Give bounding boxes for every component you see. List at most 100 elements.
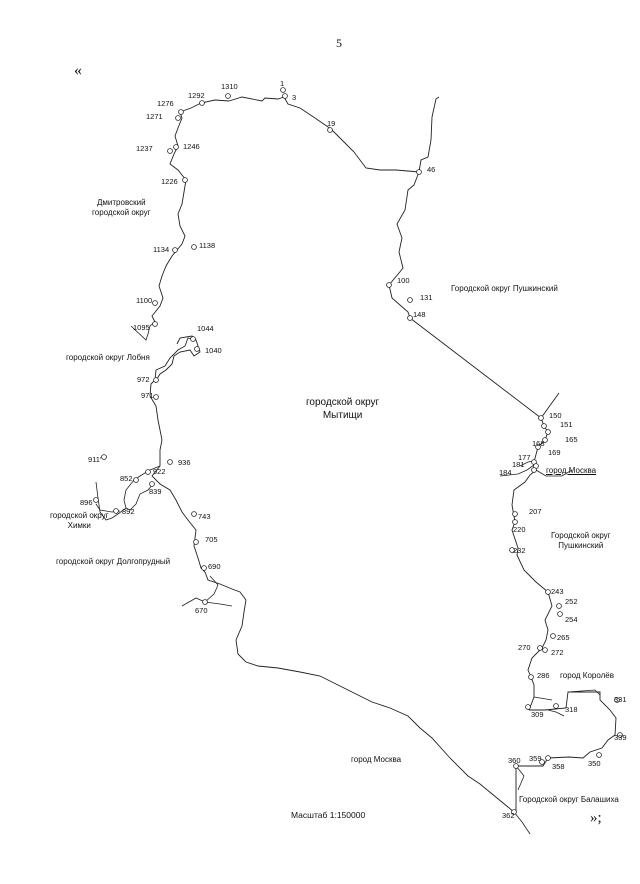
point-marker-1292 [199, 100, 205, 106]
point-marker-892 [113, 508, 119, 514]
boundary-khimki [95, 321, 161, 521]
point-marker-922 [145, 469, 151, 475]
opening-quote: « [74, 62, 82, 79]
point-marker-1134 [172, 247, 178, 253]
point-marker-168 [542, 437, 548, 443]
map-scale: Масштаб 1:150000 [291, 810, 366, 820]
point-label-896: 896 [80, 498, 93, 507]
boundary-dolgoprudny [181, 575, 233, 607]
point-label-359: 359 [529, 754, 542, 763]
point-marker-852 [133, 477, 139, 483]
point-marker-1 [280, 87, 286, 93]
point-marker-1237 [167, 148, 173, 154]
point-label-839: 839 [149, 487, 162, 496]
point-label-254: 254 [565, 615, 578, 624]
area-label-moscow-south: город Москва [351, 755, 402, 764]
point-label-331: 331 [614, 695, 627, 704]
point-label-1310: 1310 [221, 82, 238, 91]
point-label-265: 265 [557, 633, 570, 642]
point-label-670: 670 [195, 606, 208, 615]
point-label-892: 892 [122, 507, 135, 516]
area-label-khimki-line1: городской округ [50, 511, 109, 520]
area-label-korolev: город Королёв [560, 671, 615, 680]
point-label-936: 936 [178, 458, 191, 467]
point-label-1040: 1040 [205, 346, 222, 355]
point-label-1: 1 [280, 79, 284, 88]
point-label-309: 309 [531, 710, 544, 719]
point-label-181: 181 [512, 460, 525, 469]
point-marker-1044 [190, 336, 196, 342]
point-marker-270 [537, 645, 543, 651]
point-marker-360 [513, 763, 519, 769]
point-label-243: 243 [551, 587, 564, 596]
point-marker-670 [202, 599, 208, 605]
point-marker-272 [542, 647, 548, 653]
point-label-922: 922 [153, 467, 166, 476]
point-marker-1226 [182, 177, 188, 183]
point-marker-265 [550, 633, 556, 639]
point-label-318: 318 [565, 705, 578, 714]
point-marker-148 [407, 315, 413, 321]
area-label-pushkinsky-east: Городской округ Пушкинский [551, 531, 611, 551]
point-label-358: 358 [552, 762, 565, 771]
point-label-232: 232 [513, 546, 526, 555]
point-marker-184 [531, 467, 537, 473]
boundary-balashikha [513, 765, 531, 835]
area-label-pushkinsky-east-line2: Пушкинский [558, 541, 604, 550]
point-marker-972 [153, 377, 159, 383]
point-marker-252 [556, 603, 562, 609]
page-number: 5 [336, 36, 342, 50]
point-label-177: 177 [518, 453, 531, 462]
point-label-169: 169 [548, 448, 561, 457]
point-label-743: 743 [198, 512, 211, 521]
area-label-khimki: городской округ Химки [50, 511, 109, 531]
point-label-350: 350 [588, 759, 601, 768]
point-marker-362 [511, 809, 517, 815]
point-marker-896 [93, 497, 99, 503]
point-label-705: 705 [205, 535, 218, 544]
point-marker-100 [386, 282, 392, 288]
point-marker-1246 [173, 144, 179, 150]
point-marker-151 [541, 423, 547, 429]
point-marker-1100 [152, 300, 158, 306]
point-label-151: 151 [560, 420, 573, 429]
point-marker-309 [525, 704, 531, 710]
point-label-1095: 1095 [133, 323, 150, 332]
point-label-362: 362 [502, 811, 515, 820]
point-label-286: 286 [537, 671, 550, 680]
point-label-19: 19 [327, 119, 335, 128]
point-marker-743 [191, 511, 197, 517]
point-marker-839 [149, 481, 155, 487]
area-label-khimki-line2: Химки [67, 521, 91, 530]
point-label-100: 100 [397, 276, 410, 285]
point-marker-286 [528, 674, 534, 680]
point-label-1246: 1246 [183, 142, 200, 151]
point-marker-705 [193, 539, 199, 545]
point-marker-165 [545, 429, 551, 435]
point-label-1226: 1226 [161, 177, 178, 186]
point-label-1271: 1271 [146, 112, 163, 121]
point-marker-207 [512, 511, 518, 517]
area-label-balashikha: Городской округ Балашиха [519, 795, 619, 804]
area-label-dmitrov: Дмитровский городской округ [92, 198, 151, 218]
point-label-1276: 1276 [157, 99, 174, 108]
point-label-1100: 1100 [136, 296, 152, 305]
point-marker-911 [101, 454, 107, 460]
point-label-272: 272 [551, 648, 564, 657]
point-label-1138: 1138 [199, 241, 215, 250]
point-label-972: 972 [137, 375, 150, 384]
point-marker-339 [617, 732, 623, 738]
point-marker-690 [201, 565, 207, 571]
point-marker-1095 [152, 321, 158, 327]
point-label-150: 150 [549, 411, 562, 420]
point-label-207: 207 [529, 507, 542, 516]
area-label-mytishchi: городской округ Мытищи [306, 396, 379, 422]
area-label-moscow-ne: город Москва [546, 466, 597, 475]
point-marker-46 [416, 169, 422, 175]
area-label-dolgoprudny: городской округ Долгопрудный [56, 557, 171, 566]
area-label-lobnya: городской округ Лобня [66, 353, 150, 362]
area-label-dmitrov-line2: городской округ [92, 208, 151, 217]
closing-quote: »; [590, 810, 602, 826]
boundary-korolev [533, 689, 601, 717]
